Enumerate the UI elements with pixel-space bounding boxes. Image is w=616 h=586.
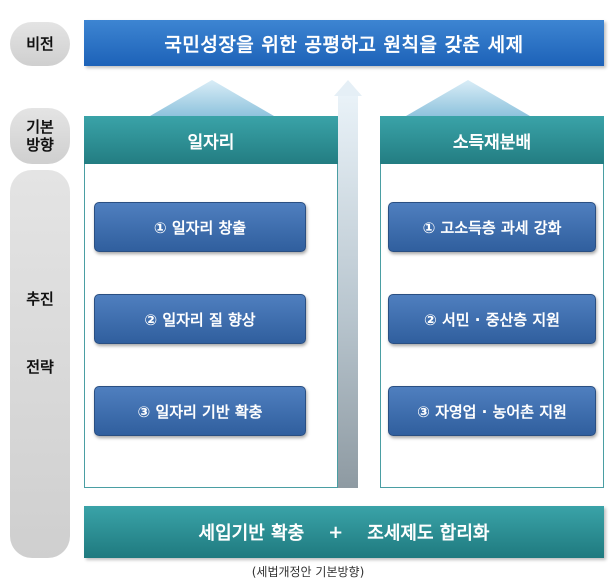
base-right-text: 조세제도 합리화 xyxy=(367,523,490,544)
base-bar: 세입기반 확충 + 조세제도 합리화 xyxy=(84,506,604,558)
side-label-strategy-text-2: 전략 xyxy=(26,358,54,376)
side-label-strategy-text-1: 추진 xyxy=(26,290,54,308)
redistribution-item-3-text: ③ 자영업 · 농어촌 지원 xyxy=(417,402,567,421)
redistribution-item-1: ① 고소득층 과세 강화 xyxy=(388,202,596,252)
jobs-item-1: ① 일자리 창출 xyxy=(94,202,306,252)
panel-redistribution-title: 소득재분배 xyxy=(452,132,532,153)
redistribution-item-2-text: ② 서민 · 중산층 지원 xyxy=(424,310,560,329)
center-arrow-head-icon xyxy=(334,80,362,96)
jobs-item-2-text: ② 일자리 질 향상 xyxy=(144,310,256,329)
jobs-item-3: ③ 일자리 기반 확충 xyxy=(94,386,306,436)
side-label-direction: 기본 방향 xyxy=(10,108,70,164)
left-up-arrow-icon xyxy=(150,80,274,116)
base-plus-icon: + xyxy=(328,521,344,543)
jobs-item-1-text: ① 일자리 창출 xyxy=(153,218,247,237)
right-up-arrow-icon xyxy=(406,80,530,116)
caption: (세법개정안 기본방향) xyxy=(251,565,365,579)
center-arrow-shaft xyxy=(338,96,358,488)
redistribution-item-3: ③ 자영업 · 농어촌 지원 xyxy=(388,386,596,436)
panel-jobs-title: 일자리 xyxy=(187,132,235,153)
jobs-item-2: ② 일자리 질 향상 xyxy=(94,294,306,344)
redistribution-item-2: ② 서민 · 중산층 지원 xyxy=(388,294,596,344)
vision-text: 국민성장을 위한 공평하고 원칙을 갖춘 세제 xyxy=(164,33,524,56)
side-label-vision: 비전 xyxy=(10,22,70,66)
side-label-direction-text: 기본 방향 xyxy=(26,118,54,154)
side-label-vision-text: 비전 xyxy=(26,35,54,53)
panel-redistribution-header: 소득재분배 xyxy=(380,116,604,164)
panel-jobs-header: 일자리 xyxy=(84,116,338,164)
side-label-strategy: 추진 전략 xyxy=(10,170,70,558)
jobs-item-3-text: ③ 일자리 기반 확충 xyxy=(137,402,263,421)
vision-banner: 국민성장을 위한 공평하고 원칙을 갖춘 세제 xyxy=(84,20,604,66)
redistribution-item-1-text: ① 고소득층 과세 강화 xyxy=(422,218,562,237)
base-left-text: 세입기반 확충 xyxy=(198,523,305,544)
